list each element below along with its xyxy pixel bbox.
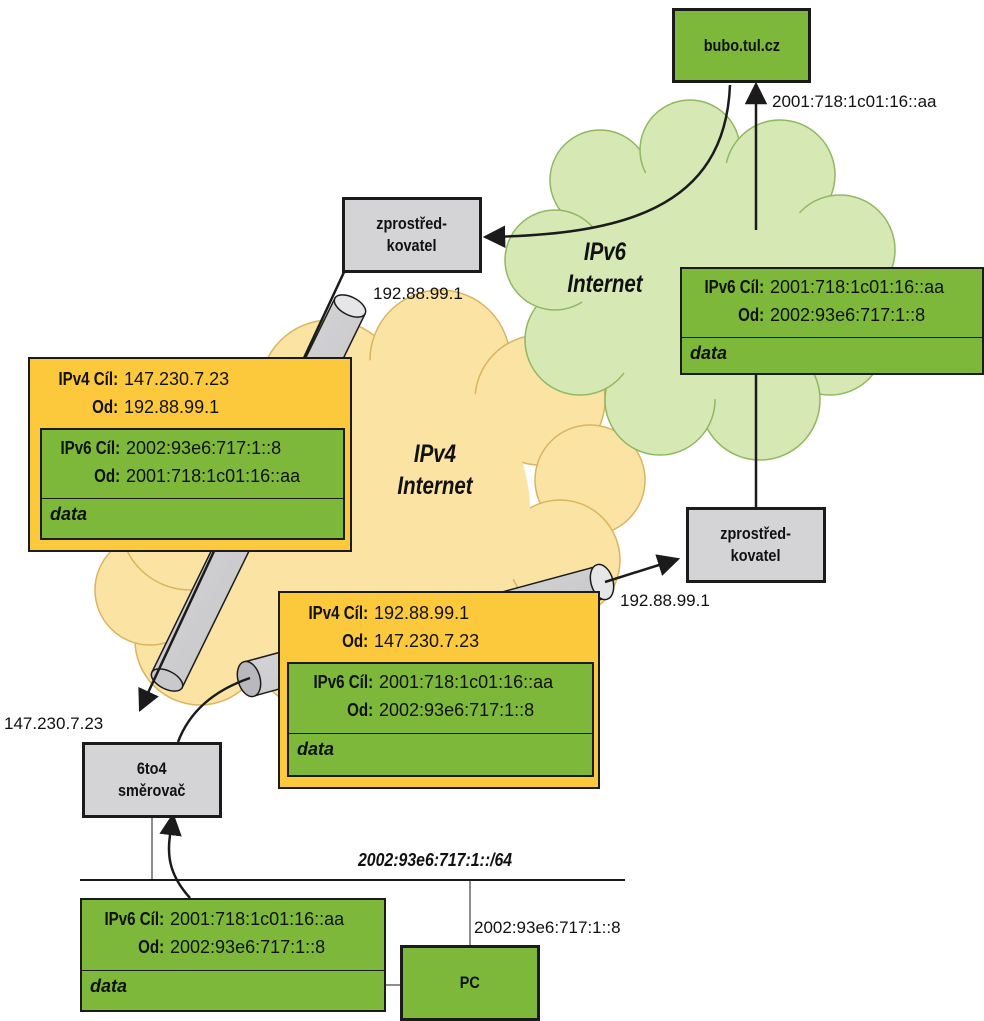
ipv6-cloud-label: IPv6 Internet xyxy=(556,236,654,300)
packet-left-v6-src-key: Od: xyxy=(94,465,121,486)
ipv4-cloud-line1: IPv4 xyxy=(413,440,457,468)
arrow-tunnel-to-relay xyxy=(604,554,681,584)
bubo-address: 2001:718:1c01:16::aa xyxy=(772,92,937,111)
packet-bottom-v6-src: 2002:93e6:717:1::8 xyxy=(170,936,326,957)
packet-left-v4-dst: 147.230.7.23 xyxy=(124,368,230,389)
relay-top-line1: zprostřed- xyxy=(376,214,448,233)
arrow-bubo-to-relay xyxy=(482,84,732,248)
packet-left-inner: IPv6 Cíl:2002:93e6:717:1::8 Od:2001:718:… xyxy=(40,428,345,540)
arrow-router-to-tunnel xyxy=(176,676,251,743)
relay-right-address: 192.88.99.1 xyxy=(620,591,710,610)
packet-middle-v6-dst-key: IPv6 Cíl: xyxy=(313,671,374,692)
packet-left-v4-dst-key: IPv4 Cíl: xyxy=(58,368,119,389)
packet-bottom-v6-dst-key: IPv6 Cíl: xyxy=(104,908,165,929)
packet-middle-v6-src: 2002:93e6:717:1::8 xyxy=(379,699,535,720)
packet-bottom: IPv6 Cíl:2001:718:1c01:16::aa Od:2002:93… xyxy=(80,898,386,1012)
router-6to4: 6to4 směrovač xyxy=(82,742,222,818)
packet-middle-v4-dst-key: IPv4 Cíl: xyxy=(308,602,369,623)
packet-middle-v4-src-key: Od: xyxy=(342,630,369,651)
packet-left-v6-dst: 2002:93e6:717:1::8 xyxy=(126,437,282,458)
packet-top-right: IPv6 Cíl:2001:718:1c01:16::aa Od:2002:93… xyxy=(680,267,984,375)
subnet-prefix: 2002:93e6:717:1::/64 xyxy=(358,850,513,870)
ipv4-cloud-label: IPv4 Internet xyxy=(382,438,489,502)
packet-bottom-v6-dst: 2001:718:1c01:16::aa xyxy=(170,908,345,929)
pc-address: 2002:93e6:717:1::8 xyxy=(474,918,621,937)
packet-left-v4-src-key: Od: xyxy=(92,396,119,417)
arrow-pc-to-router xyxy=(159,812,191,899)
relay-right-line2: kovatel xyxy=(731,546,781,565)
packet-left-data: data xyxy=(50,504,88,524)
packet-middle-v6-dst: 2001:718:1c01:16::aa xyxy=(379,671,554,692)
ipv6-cloud-line1: IPv6 xyxy=(583,238,627,266)
pc-node: PC xyxy=(400,945,540,1021)
ipv4-cloud-line2: Internet xyxy=(397,472,473,500)
router-line2: směrovač xyxy=(118,781,186,800)
packet-left-v6-dst-key: IPv6 Cíl: xyxy=(60,437,121,458)
packet-left-v6-src: 2001:718:1c01:16::aa xyxy=(126,465,301,486)
packet-middle-data: data xyxy=(297,739,335,759)
packet-top-right-v6-dst: 2001:718:1c01:16::aa xyxy=(770,276,945,297)
relay-right: zprostřed-kovatel xyxy=(686,507,826,583)
packet-left: IPv4 Cíl:147.230.7.23 Od:192.88.99.1 IPv… xyxy=(28,357,352,552)
relay-top-line2: kovatel xyxy=(387,236,437,255)
packet-left-v4-src: 192.88.99.1 xyxy=(124,396,220,417)
router-address: 147.230.7.23 xyxy=(4,714,104,733)
router-line1: 6to4 xyxy=(137,759,167,778)
packet-top-right-v6-dst-key: IPv6 Cíl: xyxy=(704,276,765,297)
packet-top-right-v6-src-key: Od: xyxy=(738,304,765,325)
packet-top-right-v6-src: 2002:93e6:717:1::8 xyxy=(770,304,926,325)
bubo-server-label: bubo.tul.cz xyxy=(703,35,780,55)
relay-top: zprostřed-kovatel xyxy=(342,197,482,273)
packet-middle-v4-src: 147.230.7.23 xyxy=(374,630,480,651)
bubo-server: bubo.tul.cz xyxy=(672,8,811,83)
packet-middle-v4-dst: 192.88.99.1 xyxy=(374,602,470,623)
relay-right-line1: zprostřed- xyxy=(720,524,792,543)
pc-label: PC xyxy=(459,973,481,992)
ipv6-cloud-line2: Internet xyxy=(567,270,643,298)
packet-middle: IPv4 Cíl:192.88.99.1 Od:147.230.7.23 IPv… xyxy=(278,591,600,789)
packet-middle-inner: IPv6 Cíl:2001:718:1c01:16::aa Od:2002:93… xyxy=(287,662,594,777)
packet-middle-v6-src-key: Od: xyxy=(347,699,374,720)
packet-bottom-v6-src-key: Od: xyxy=(138,936,165,957)
relay-top-address: 192.88.99.1 xyxy=(373,284,463,303)
packet-bottom-data: data xyxy=(90,976,128,996)
packet-top-right-data: data xyxy=(690,343,728,363)
